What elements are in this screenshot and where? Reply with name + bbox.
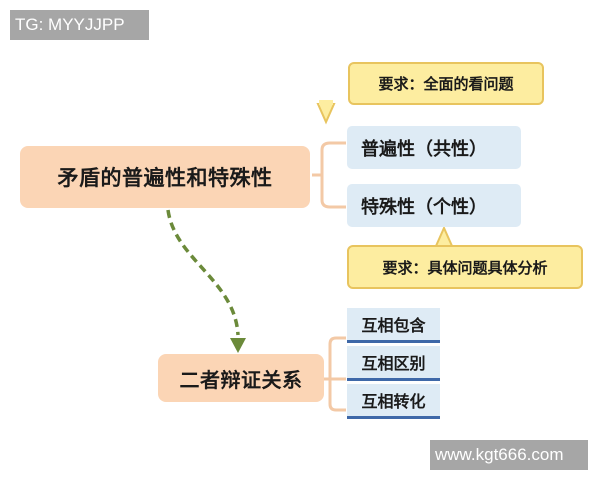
- second-topic-node[interactable]: 二者辩证关系: [158, 354, 324, 402]
- arrow-head-icon: [230, 338, 246, 353]
- relation-distinguish[interactable]: 互相区别: [347, 346, 440, 381]
- main-topic-node[interactable]: 矛盾的普遍性和特殊性: [20, 146, 310, 208]
- relation-transform[interactable]: 互相转化: [347, 384, 440, 419]
- watermark-top-left: TG: MYYJJPP: [10, 10, 149, 40]
- relation-contain[interactable]: 互相包含: [347, 308, 440, 343]
- flow-arrow-line: [166, 209, 240, 336]
- callout-concrete-analysis: 要求：具体问题具体分析: [347, 245, 583, 289]
- branch-particularity[interactable]: 特殊性（个性）: [347, 184, 521, 227]
- branch-universality[interactable]: 普遍性（共性）: [347, 126, 521, 169]
- branch-bracket: [312, 141, 346, 209]
- callout-comprehensive: 要求：全面的看问题: [348, 62, 544, 105]
- watermark-bottom-right: www.kgt666.com: [430, 440, 588, 470]
- relation-bracket: [324, 336, 346, 412]
- callout-pointer-bottom: [434, 225, 454, 247]
- callout-pointer-top: [316, 103, 336, 125]
